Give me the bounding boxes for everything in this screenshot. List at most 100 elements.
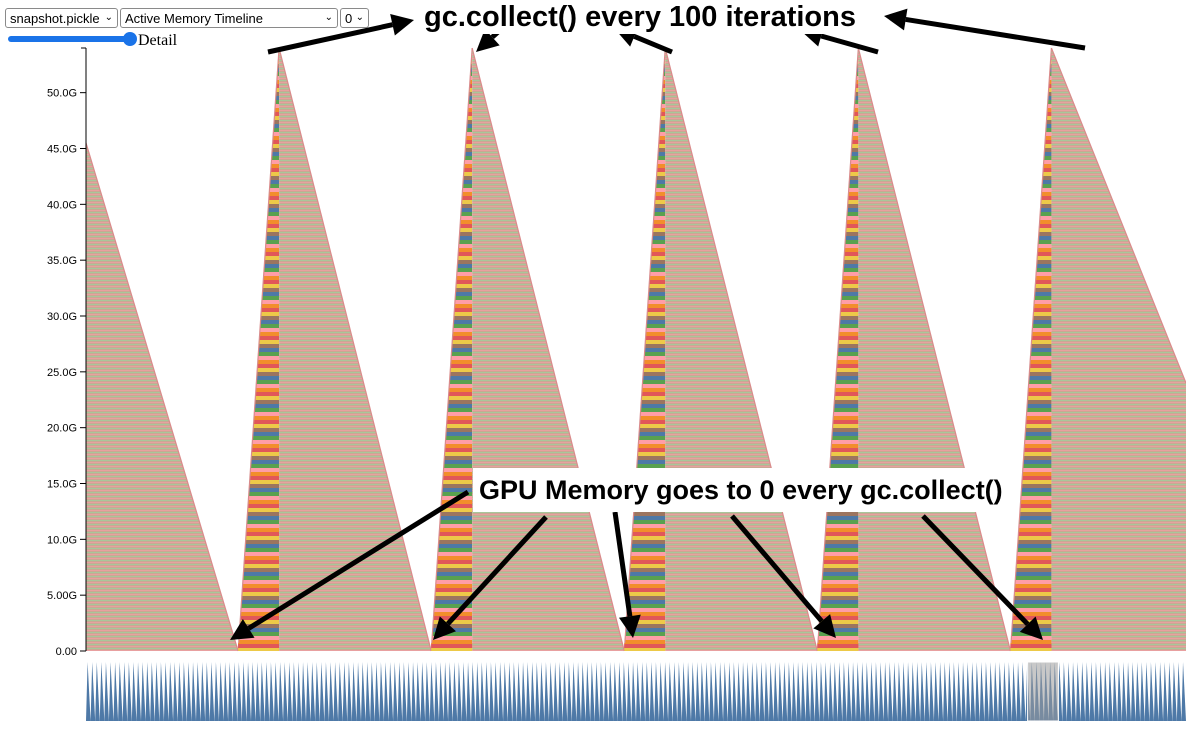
overview-tooth: [493, 662, 499, 721]
y-tick-label: 5.00G: [47, 590, 77, 602]
chevron-down-icon: ⌄: [104, 12, 113, 23]
overview-tooth: [512, 662, 517, 721]
annotation-arrow: [730, 514, 836, 638]
overview-tooth: [489, 662, 494, 721]
overview-tooth: [108, 662, 114, 721]
overview-tooth: [200, 662, 206, 721]
overview-tooth: [544, 662, 549, 721]
overview-tooth: [503, 662, 508, 721]
overview-tooth: [1085, 662, 1090, 721]
overview-tooth: [952, 662, 957, 721]
overview-tooth: [1172, 662, 1177, 721]
overview-tooth: [521, 662, 526, 721]
overview-tooth: [361, 662, 366, 721]
overview-tooth: [1149, 662, 1154, 721]
overview-tooth: [420, 662, 426, 721]
overview-tooth: [727, 662, 733, 721]
overview-tooth: [548, 662, 554, 721]
overview-tooth: [1011, 662, 1017, 721]
overview-tooth: [434, 662, 439, 721]
annotation-arrows: [230, 8, 1086, 640]
overview-tooth: [260, 662, 265, 721]
overview-tooth: [104, 662, 109, 721]
overview-tooth: [805, 662, 811, 721]
series-edge: [1009, 47, 1053, 652]
overview-tooth: [113, 662, 119, 721]
slider-thumb[interactable]: [123, 32, 137, 46]
overview-tooth: [232, 662, 238, 721]
overview-tooth: [672, 662, 678, 721]
overview-tooth: [594, 662, 600, 721]
overview-tooth: [938, 662, 944, 721]
overview-tooth: [429, 662, 435, 721]
overview-tooth: [255, 662, 261, 721]
overview-tooth: [562, 662, 568, 721]
overview-tooth: [127, 662, 132, 721]
overview-tooth: [631, 662, 636, 721]
overview-tooth: [1066, 662, 1072, 721]
y-tick-label: 15.0G: [47, 479, 77, 491]
overview-tooth: [397, 662, 403, 721]
overview-tooth: [585, 662, 591, 721]
overview-tooth: [975, 662, 980, 721]
annotation-arrow: [230, 489, 470, 640]
overview-tooth: [141, 662, 146, 721]
overview-tooth: [457, 662, 462, 721]
overview-tooth: [1089, 662, 1095, 721]
overview-tooth: [1007, 662, 1012, 721]
overview-tooth: [466, 662, 471, 721]
overview-strip[interactable]: [86, 661, 1186, 722]
y-tick-label: 45.0G: [47, 144, 77, 156]
overview-tooth: [755, 662, 760, 721]
overview-tooth: [246, 662, 251, 721]
overview-tooth: [95, 662, 100, 721]
overview-tooth: [732, 662, 737, 721]
overview-tooth: [173, 662, 178, 721]
overview-tooth: [122, 662, 128, 721]
overview-tooth: [393, 662, 398, 721]
overview-tooth: [461, 662, 467, 721]
y-tick-label: 50.0G: [47, 88, 77, 100]
series-edge: [1050, 47, 1186, 384]
overview-tooth: [480, 662, 485, 721]
overview-tooth: [988, 662, 994, 721]
y-axis: 0.005.00G10.0G15.0G20.0G25.0G30.0G35.0G4…: [47, 47, 87, 658]
overview-tooth: [658, 662, 664, 721]
overview-tooth: [347, 662, 352, 721]
overview-tooth: [636, 662, 641, 721]
overview-tooth: [723, 662, 728, 721]
overview-tooth: [791, 662, 797, 721]
overview-tooth: [1153, 662, 1159, 721]
memory-area: [85, 47, 1186, 652]
overview-tooth: [970, 662, 976, 721]
overview-tooth: [626, 662, 632, 721]
overview-tooth: [782, 662, 788, 721]
view-select[interactable]: Active Memory Timeline ⌄: [120, 8, 338, 28]
overview-tooth: [837, 662, 843, 721]
snapshot-select[interactable]: snapshot.pickle ⌄: [5, 8, 118, 28]
overview-tooth: [526, 662, 531, 721]
overview-tooth: [759, 662, 765, 721]
overview-tooth: [709, 662, 714, 721]
overview-brush[interactable]: [1027, 661, 1059, 722]
annotation-arrow: [884, 8, 1086, 51]
overview-tooth: [764, 662, 769, 721]
detail-slider[interactable]: [8, 32, 137, 46]
slider-track: [8, 36, 132, 42]
chevron-down-icon: ⌄: [324, 12, 333, 23]
overview-tooth: [746, 662, 751, 721]
overview-tooth: [892, 662, 898, 721]
overview-tooth: [99, 662, 105, 721]
overview-tooth: [901, 662, 907, 721]
overview-tooth: [342, 662, 348, 721]
series-edge: [85, 142, 239, 652]
overview-tooth: [897, 662, 902, 721]
overview-tooth: [324, 662, 329, 721]
device-select[interactable]: 0 ⌄: [340, 8, 369, 28]
overview-tooth: [328, 662, 334, 721]
overview-tooth: [90, 662, 96, 721]
series-edge: [664, 47, 818, 652]
series-edge: [237, 47, 280, 652]
overview-tooth: [1117, 662, 1122, 721]
overview-tooth: [507, 662, 513, 721]
